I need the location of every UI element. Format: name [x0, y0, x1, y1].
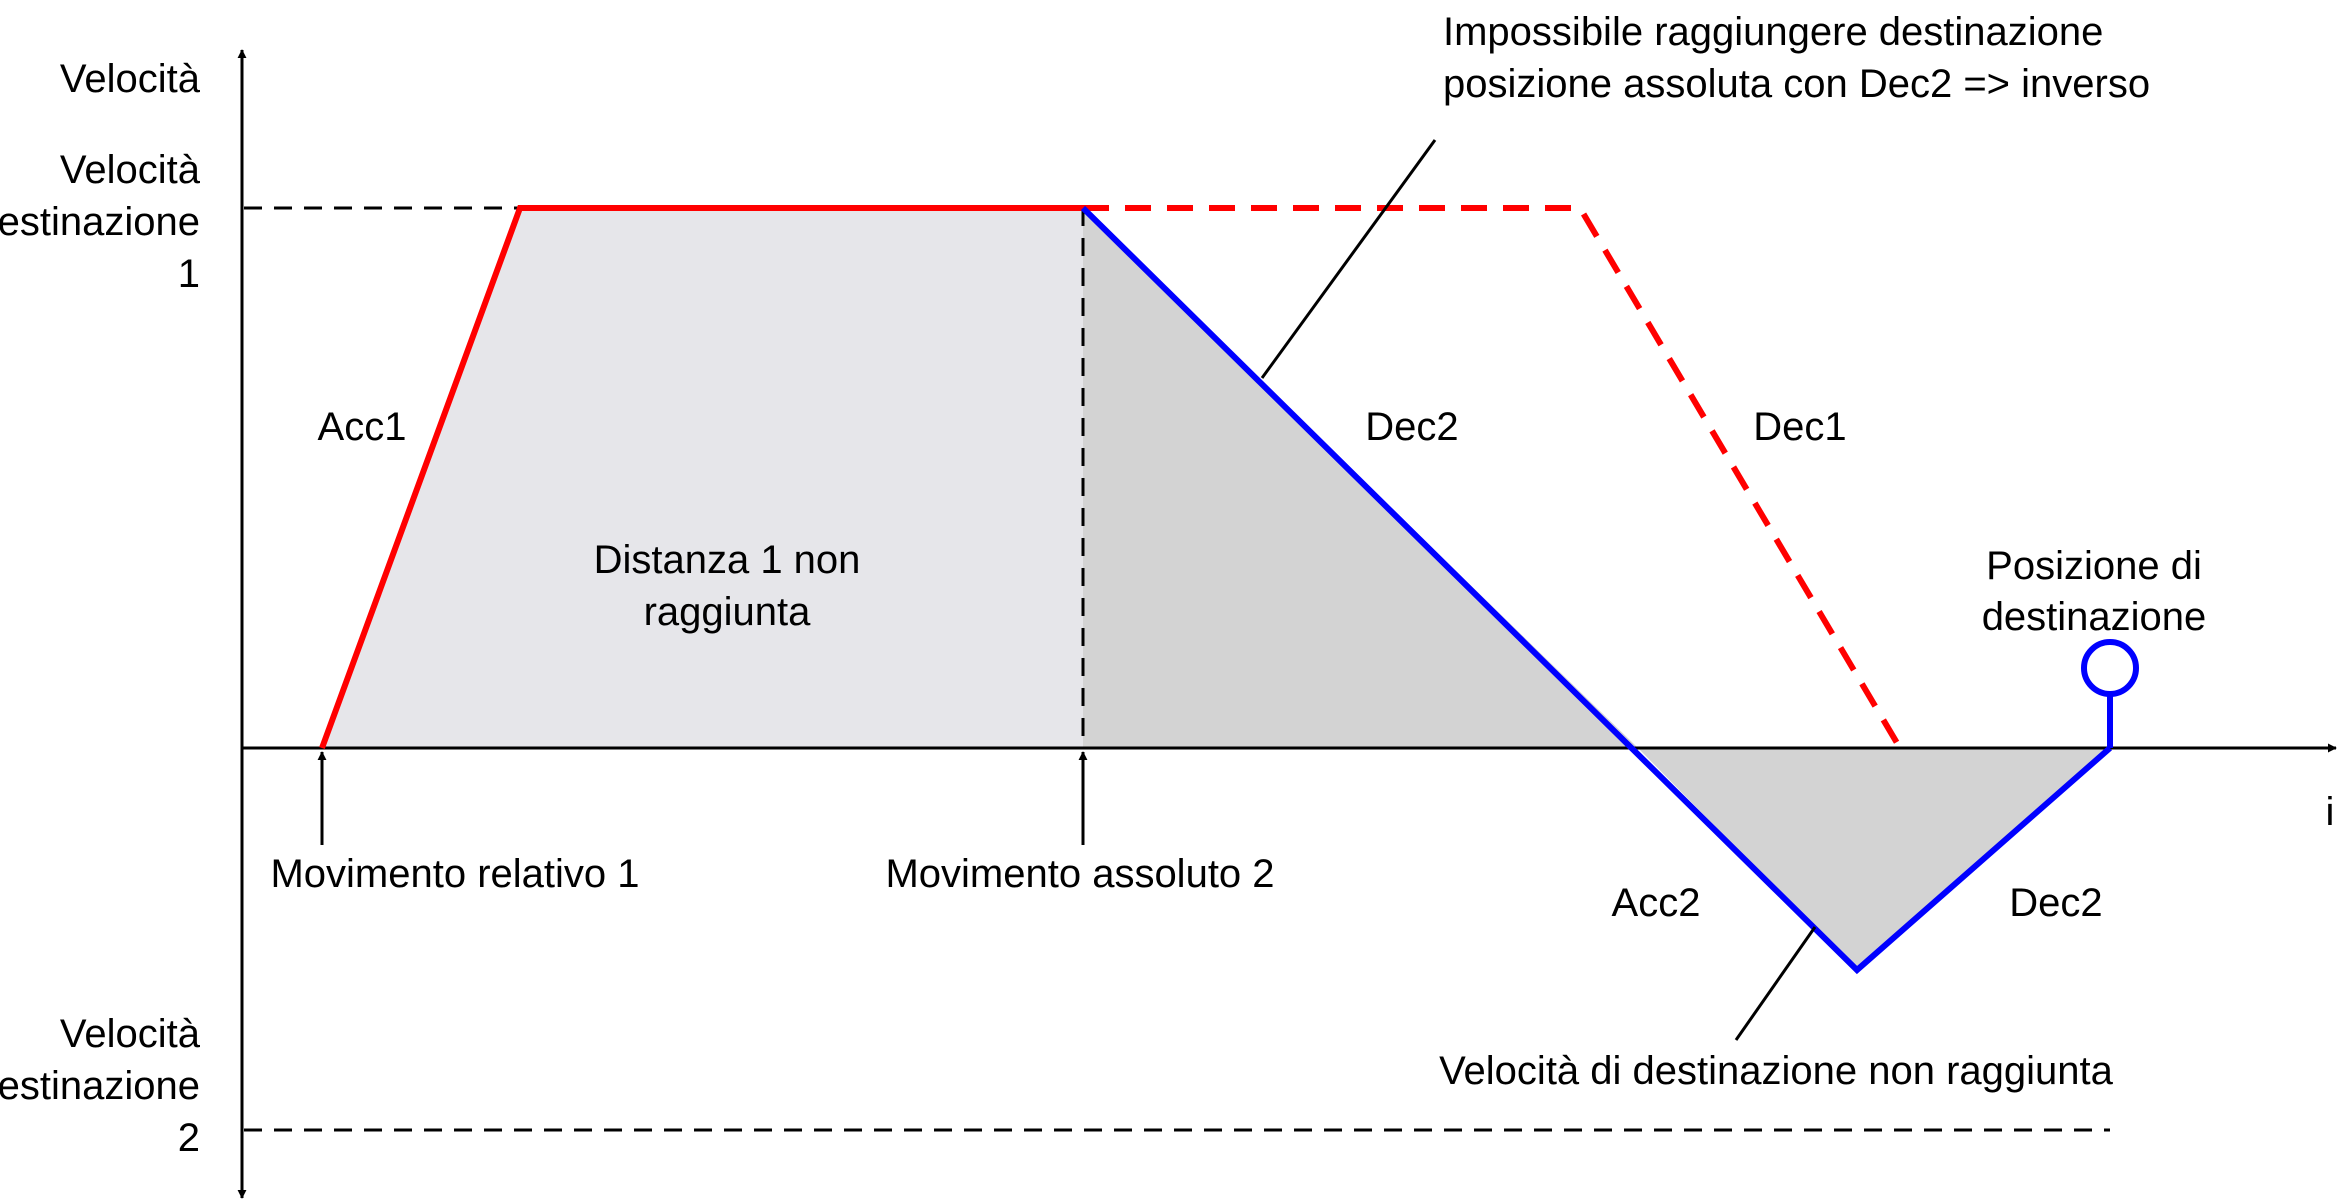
- target-velocity-not-reached-label: Velocità di destinazione non raggiunta: [1439, 1049, 2114, 1093]
- target-velocity-1-label-line1: Velocità: [60, 148, 201, 192]
- target-position-circle-icon: [2081, 639, 2139, 697]
- target-velocity-1-label-line2: destinazione: [0, 200, 200, 244]
- cannot-reach-leader-line: [1260, 139, 1437, 379]
- acc2-label: Acc2: [1612, 881, 1701, 925]
- target-velocity-2-label-line1: Velocità: [60, 1012, 201, 1056]
- absolute-move-2-label: Movimento assoluto 2: [885, 852, 1274, 896]
- reverse-area: [1638, 748, 2110, 970]
- dec2-lower-label: Dec2: [2009, 881, 2102, 925]
- dec2-upper-label: Dec2: [1365, 405, 1458, 449]
- dec1-label: Dec1: [1753, 405, 1846, 449]
- dec2-acc2-profile: [1080, 205, 2112, 975]
- velocity-not-reached-leader-line: [1734, 926, 1817, 1041]
- target-velocity-2-label-line3: 2: [178, 1116, 200, 1160]
- cannot-reach-callout-line1: Impossibile raggiungere destinazione: [1443, 10, 2103, 54]
- x-axis-label: i: [2326, 790, 2335, 834]
- target-position-label-line1: Posizione di: [1986, 544, 2202, 588]
- cannot-reach-callout-line2: posizione assoluta con Dec2 => inverso: [1443, 62, 2150, 106]
- distance1-area: [322, 208, 1083, 748]
- relative-move-1-label: Movimento relativo 1: [270, 852, 639, 896]
- target-velocity-2-label-line2: destinazione: [0, 1064, 200, 1108]
- distance1-label-line2: raggiunta: [644, 590, 812, 634]
- y-axis-label: Velocità: [60, 57, 201, 101]
- target-position-label-line2: destinazione: [1982, 595, 2207, 639]
- acc1-label: Acc1: [318, 405, 407, 449]
- target-velocity-1-label-line3: 1: [178, 252, 200, 296]
- acc1-profile: [319, 205, 1083, 750]
- distance1-label-line1: Distanza 1 non: [594, 538, 861, 582]
